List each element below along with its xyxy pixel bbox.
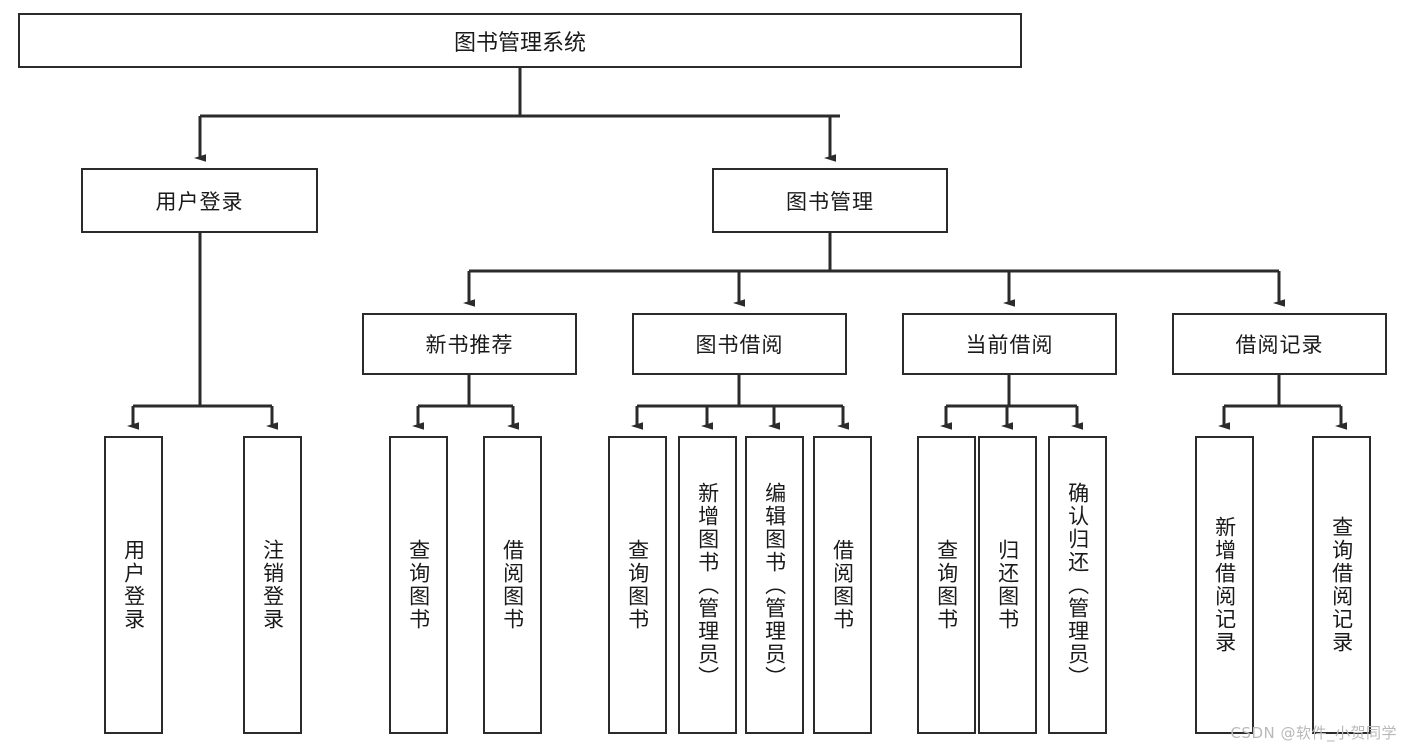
node-label: 借阅图书: [500, 539, 525, 631]
node-new-book-recommend[interactable]: 新书推荐: [362, 313, 577, 375]
node-label: 图书管理系统: [453, 30, 586, 56]
node-label: 借阅图书: [830, 539, 855, 631]
leaf-record-add-record[interactable]: 新增借阅记录: [1195, 436, 1254, 734]
leaf-borrow-edit-book-admin[interactable]: 编辑图书（管理员）: [745, 436, 804, 734]
node-user-login[interactable]: 用户登录: [81, 168, 318, 233]
leaf-current-query-book[interactable]: 查询图书: [917, 436, 976, 734]
leaf-recommend-borrow-book[interactable]: 借阅图书: [483, 436, 542, 734]
node-label: 归还图书: [995, 539, 1020, 631]
node-book-borrow[interactable]: 图书借阅: [632, 313, 847, 375]
node-label: 查询图书: [406, 539, 431, 631]
node-label: 用户登录: [121, 539, 146, 631]
node-borrow-record[interactable]: 借阅记录: [1172, 313, 1387, 375]
node-root-system[interactable]: 图书管理系统: [18, 13, 1022, 68]
leaf-borrow-borrow-book[interactable]: 借阅图书: [813, 436, 872, 734]
node-label: 查询图书: [934, 539, 959, 631]
leaf-user-login-logout[interactable]: 注销登录: [243, 436, 302, 734]
node-label: 图书借阅: [695, 333, 784, 357]
node-label: 注销登录: [260, 539, 285, 631]
leaf-user-login-login[interactable]: 用户登录: [104, 436, 163, 734]
leaf-recommend-query-book[interactable]: 查询图书: [389, 436, 448, 734]
node-label: 当前借阅: [965, 333, 1054, 357]
node-label: 确认归还（管理员）: [1065, 481, 1090, 689]
node-label: 查询借阅记录: [1329, 516, 1354, 654]
node-current-borrow[interactable]: 当前借阅: [902, 313, 1117, 375]
node-label: 新增借阅记录: [1212, 516, 1237, 654]
leaf-current-return-book[interactable]: 归还图书: [978, 436, 1037, 734]
leaf-borrow-add-book-admin[interactable]: 新增图书（管理员）: [678, 436, 737, 734]
leaf-borrow-query-book[interactable]: 查询图书: [608, 436, 667, 734]
node-label: 图书管理: [786, 189, 874, 214]
node-label: 新书推荐: [425, 333, 514, 357]
leaf-record-query-record[interactable]: 查询借阅记录: [1312, 436, 1371, 734]
node-label: 新增图书（管理员）: [695, 481, 720, 689]
node-book-management[interactable]: 图书管理: [712, 168, 948, 233]
node-label: 查询图书: [625, 539, 650, 631]
watermark: CSDN @软件_小贺同学: [1230, 724, 1397, 742]
node-label: 编辑图书（管理员）: [762, 481, 787, 689]
node-label: 用户登录: [155, 189, 244, 214]
node-label: 借阅记录: [1235, 333, 1324, 357]
leaf-current-confirm-return-admin[interactable]: 确认归还（管理员）: [1048, 436, 1107, 734]
